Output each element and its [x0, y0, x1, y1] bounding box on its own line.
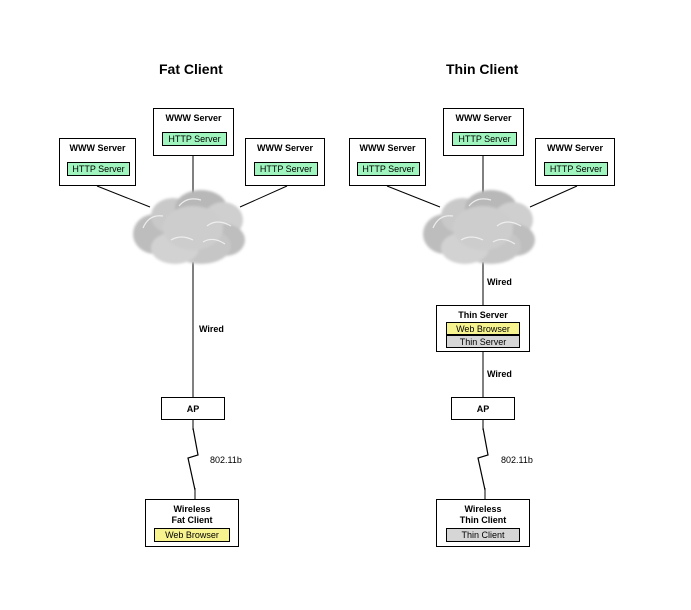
client-name-line2: Fat Client [171, 515, 213, 525]
web-browser-chip: Web Browser [154, 528, 230, 542]
http-server-chip: HTTP Server [357, 162, 420, 176]
thin-wired-label-lower: Wired [487, 369, 512, 379]
http-server-chip: HTTP Server [544, 162, 608, 176]
http-server-chip: HTTP Server [162, 132, 227, 146]
fat-ap: AP [161, 397, 225, 420]
fat-link-right-cloud [239, 185, 288, 208]
thin-ap: AP [451, 397, 515, 420]
thin-wireless-label: 802.11b [501, 455, 533, 465]
client-name-line1: Wireless [173, 504, 211, 514]
fat-client-title: Fat Client [159, 61, 223, 77]
fat-link-left-cloud [96, 185, 151, 208]
thin-wired-label-upper: Wired [487, 277, 512, 287]
ap-label: AP [186, 404, 200, 414]
thin-server: Thin Server Web Browser Thin Server [436, 305, 530, 352]
thin-www-server-center: WWW Server HTTP Server [443, 108, 524, 156]
thin-server-chip: Thin Server [446, 335, 520, 348]
ap-label: AP [476, 404, 490, 414]
thin-www-server-left: WWW Server HTTP Server [349, 138, 426, 186]
thin-www-server-right: WWW Server HTTP Server [535, 138, 615, 186]
server-name: WWW Server [455, 113, 512, 123]
fat-wireless-client: Wireless Fat Client Web Browser [145, 499, 239, 547]
server-name: WWW Server [69, 143, 126, 153]
web-browser-chip: Web Browser [446, 322, 520, 335]
fat-wired-label: Wired [199, 324, 224, 334]
server-name: WWW Server [256, 143, 313, 153]
http-server-chip: HTTP Server [254, 162, 318, 176]
thin-client-title: Thin Client [446, 61, 519, 77]
cloud-icon [423, 190, 535, 264]
fat-wireless-label: 802.11b [210, 455, 242, 465]
fat-www-server-right: WWW Server HTTP Server [245, 138, 325, 186]
server-name: WWW Server [165, 113, 222, 123]
client-name-line1: Wireless [464, 504, 502, 514]
thin-wireless-client: Wireless Thin Client Thin Client [436, 499, 530, 547]
fat-www-server-center: WWW Server HTTP Server [153, 108, 234, 156]
lightning-bolt-icon [187, 427, 199, 491]
server-name: WWW Server [359, 143, 416, 153]
thin-link-left-cloud [386, 185, 441, 208]
lightning-bolt-icon [477, 427, 489, 491]
http-server-chip: HTTP Server [67, 162, 130, 176]
cloud-icon [133, 190, 245, 264]
thin-client-chip: Thin Client [446, 528, 520, 542]
thin-link-right-cloud [529, 185, 578, 208]
server-name: WWW Server [546, 143, 603, 153]
server-name: Thin Server [458, 310, 508, 320]
http-server-chip: HTTP Server [452, 132, 517, 146]
client-name-line2: Thin Client [459, 515, 507, 525]
fat-www-server-left: WWW Server HTTP Server [59, 138, 136, 186]
